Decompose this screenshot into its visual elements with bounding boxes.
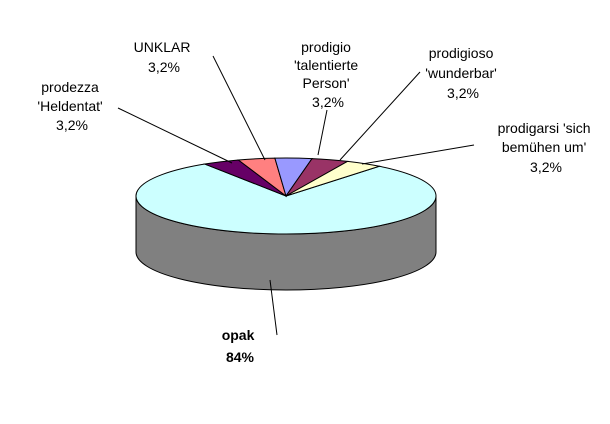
slice-label-prodigarsi-line-1: prodigarsi 'sich xyxy=(498,120,591,136)
slice-label-unklar: UNKLAR 3,2% xyxy=(134,39,195,75)
slice-label-prodigioso-line-1: prodigioso xyxy=(429,45,494,61)
leader-line-prodigioso xyxy=(339,71,421,161)
slice-label-opak-line-2: 84% xyxy=(226,349,255,365)
pie-layer xyxy=(135,157,437,291)
slice-label-prodigarsi: prodigarsi 'sich bemühen um' 3,2% xyxy=(498,120,595,175)
leader-line-prodezza xyxy=(117,107,233,164)
slice-label-prodigio-line-3: Person' xyxy=(303,75,350,91)
leader-line-unklar xyxy=(212,55,266,161)
leader-line-opak xyxy=(269,279,278,336)
slice-label-opak-line-1: opak xyxy=(222,327,255,343)
leader-lines xyxy=(117,55,475,336)
slice-label-prodigio: prodigio 'talentierte Person' 3,2% xyxy=(294,39,362,110)
slice-label-prodezza: prodezza 'Heldentat' 3,2% xyxy=(37,79,106,133)
slice-label-prodigarsi-line-3: 3,2% xyxy=(530,159,562,175)
slice-label-unklar-line-2: 3,2% xyxy=(148,59,180,75)
slice-label-prodezza-line-3: 3,2% xyxy=(56,117,88,133)
slice-label-prodigio-line-4: 3,2% xyxy=(312,94,344,110)
leader-line-prodigarsi xyxy=(361,144,475,165)
pie-slice-opak xyxy=(135,163,437,235)
slice-label-prodigio-line-2: 'talentierte xyxy=(294,57,358,73)
slice-label-prodigioso-line-3: 3,2% xyxy=(447,85,479,101)
slice-label-prodigio-line-1: prodigio xyxy=(301,39,351,55)
slice-label-unklar-line-1: UNKLAR xyxy=(134,39,191,55)
slice-label-prodezza-line-2: 'Heldentat' xyxy=(37,98,102,114)
slice-label-prodezza-line-1: prodezza xyxy=(41,79,99,95)
leader-line-prodigio xyxy=(317,109,328,156)
slice-label-opak: opak 84% xyxy=(222,327,259,365)
slice-label-prodigioso: prodigioso 'wunderbar' 3,2% xyxy=(425,45,500,101)
slice-label-prodigioso-line-2: 'wunderbar' xyxy=(425,65,497,81)
slice-label-prodigarsi-line-2: bemühen um' xyxy=(502,139,586,155)
